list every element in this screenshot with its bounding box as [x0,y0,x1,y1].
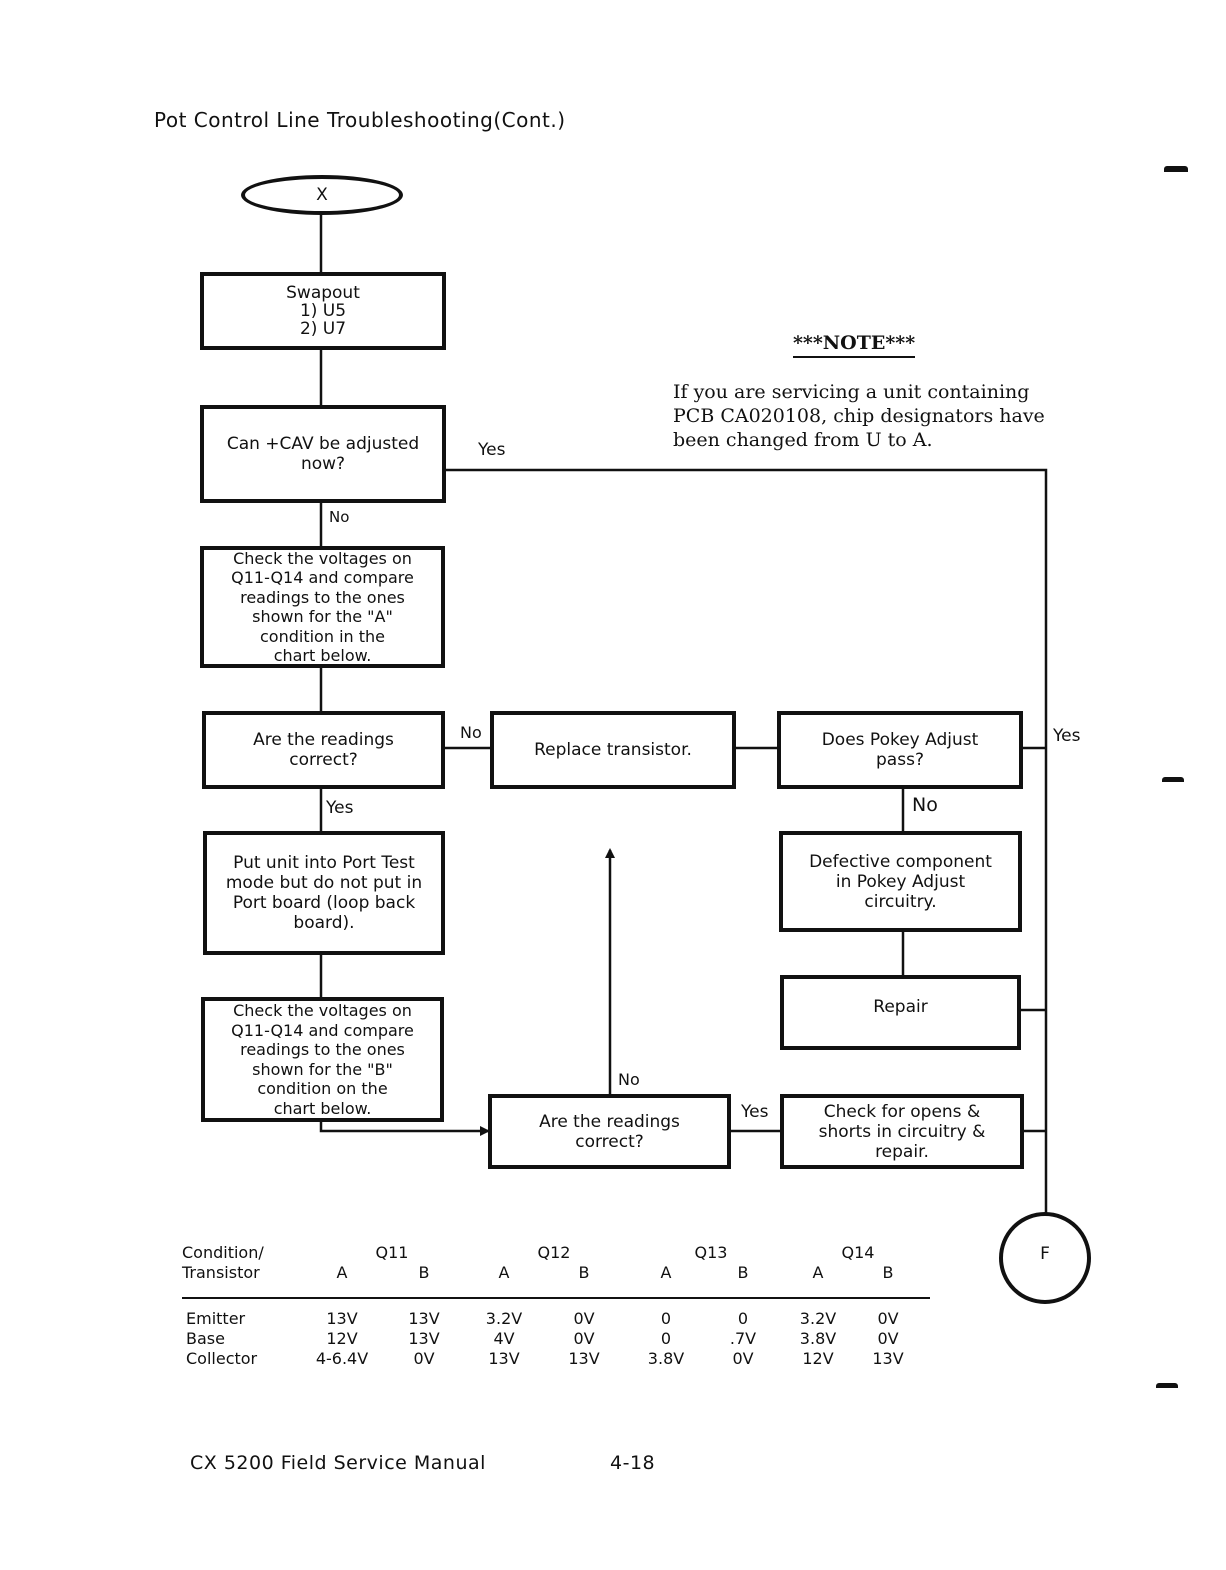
table-row: Emitter 13V 13V 3.2V 0V 0 0 3.2V 0V [186,1308,928,1328]
table-cell: 3.2V [485,1308,523,1328]
defective-component-box: Defective component in Pokey Adjust circ… [779,831,1022,932]
check-opens-box: Check for opens & shorts in circuitry & … [780,1094,1024,1169]
table-cell: 13V [408,1328,440,1348]
connector-checkb-readings2 [319,1121,490,1136]
table-cell: 13V [326,1308,358,1328]
table-header-q12: Q12 [537,1242,571,1262]
page-title: Pot Control Line Troubleshooting(Cont.) [154,108,566,132]
end-terminal-label: F [1040,1244,1050,1264]
table-cell: 0V [877,1308,899,1328]
note-heading: ***NOTE*** [793,332,916,358]
table-cell: 0V [573,1308,595,1328]
table-cell: 12V [326,1328,358,1348]
table-cell: .7V [729,1328,757,1348]
note-heading-wrap: ***NOTE*** [793,332,916,358]
replace-transistor-box: Replace transistor. [490,711,736,789]
table-cell: 0 [660,1328,672,1348]
table-row-label: Emitter [186,1308,246,1328]
readings-question-2-box: Are the readings correct? [488,1094,731,1169]
margin-tick [1162,777,1184,782]
table-condition-header: B [578,1262,590,1282]
edge-label-readings2-yes: Yes [741,1102,769,1122]
table-cell: 3.8V [647,1348,685,1368]
table-transistor-row: Q11 Q12 Q13 Q14 [310,1242,928,1262]
table-cell: 0V [877,1328,899,1348]
table-row: Collector 4-6.4V 0V 13V 13V 3.8V 0V 12V … [186,1348,928,1368]
table-header-q13: Q13 [694,1242,728,1262]
port-test-box: Put unit into Port Test mode but do not … [203,831,445,955]
edge-label-cav-yes: Yes [478,440,506,460]
table-cell: 0V [732,1348,754,1368]
table-cell: 4-6.4V [315,1348,369,1368]
table-cell: 13V [408,1308,440,1328]
table-cell: 3.2V [799,1308,837,1328]
swapout-box: Swapout 1) U5 2) U7 [200,272,446,350]
edge-label-cav-no: No [329,508,350,526]
table-cell: 0V [413,1348,435,1368]
readings-question-1-box: Are the readings correct? [202,711,445,789]
table-cell: 12V [802,1348,834,1368]
table-row: Base 12V 13V 4V 0V 0 .7V 3.8V 0V [186,1328,928,1348]
table-condition-header: A [498,1262,510,1282]
footer-manual-title: CX 5200 Field Service Manual [190,1452,486,1474]
table-condition-header: B [737,1262,749,1282]
table-cell: 13V [568,1348,600,1368]
note-body: If you are servicing a unit containing P… [673,381,1045,451]
edge-label-readings2-no: No [618,1070,640,1089]
edge-label-readings1-no: No [460,723,482,742]
table-row-label: Base [186,1328,225,1348]
margin-tick [1156,1383,1178,1388]
table-header-q11: Q11 [375,1242,409,1262]
voltage-table-body: Emitter 13V 13V 3.2V 0V 0 0 3.2V 0V Base… [186,1308,928,1368]
table-corner-label: Condition/ Transistor [182,1243,264,1282]
start-terminal-label: X [316,185,328,205]
table-divider [182,1297,930,1299]
pokey-question-box: Does Pokey Adjust pass? [777,711,1023,789]
table-cell: 3.8V [799,1328,837,1348]
table-cell: 0 [660,1308,672,1328]
end-terminal: F [999,1212,1091,1304]
table-cell: 13V [488,1348,520,1368]
edge-label-pokey-no: No [912,794,938,816]
check-a-box: Check the voltages on Q11-Q14 and compar… [200,546,445,668]
footer-page-number: 4-18 [610,1452,656,1474]
table-condition-header: A [812,1262,824,1282]
margin-tick [1164,166,1188,172]
repair-box: Repair [780,975,1021,1050]
table-cell: 4V [493,1328,515,1348]
start-terminal: X [241,175,403,215]
table-condition-header: B [882,1262,894,1282]
check-b-box: Check the voltages on Q11-Q14 and compar… [201,997,444,1122]
cav-question-box: Can +CAV be adjusted now? [200,405,446,503]
edge-label-readings1-yes: Yes [326,798,354,818]
table-condition-header: B [418,1262,430,1282]
table-cell: 0 [737,1308,749,1328]
connector-cav-yes [444,468,1048,1215]
table-row-label: Collector [186,1348,258,1368]
table-condition-header: A [660,1262,672,1282]
edge-label-pokey-yes: Yes [1053,726,1081,746]
table-condition-header: A [336,1262,348,1282]
voltage-table: Q11 Q12 Q13 Q14 A B A B A B A B [310,1242,928,1282]
table-cell: 13V [872,1348,904,1368]
table-cell: 0V [573,1328,595,1348]
table-header-q14: Q14 [841,1242,875,1262]
table-condition-row: A B A B A B A B [310,1262,928,1282]
